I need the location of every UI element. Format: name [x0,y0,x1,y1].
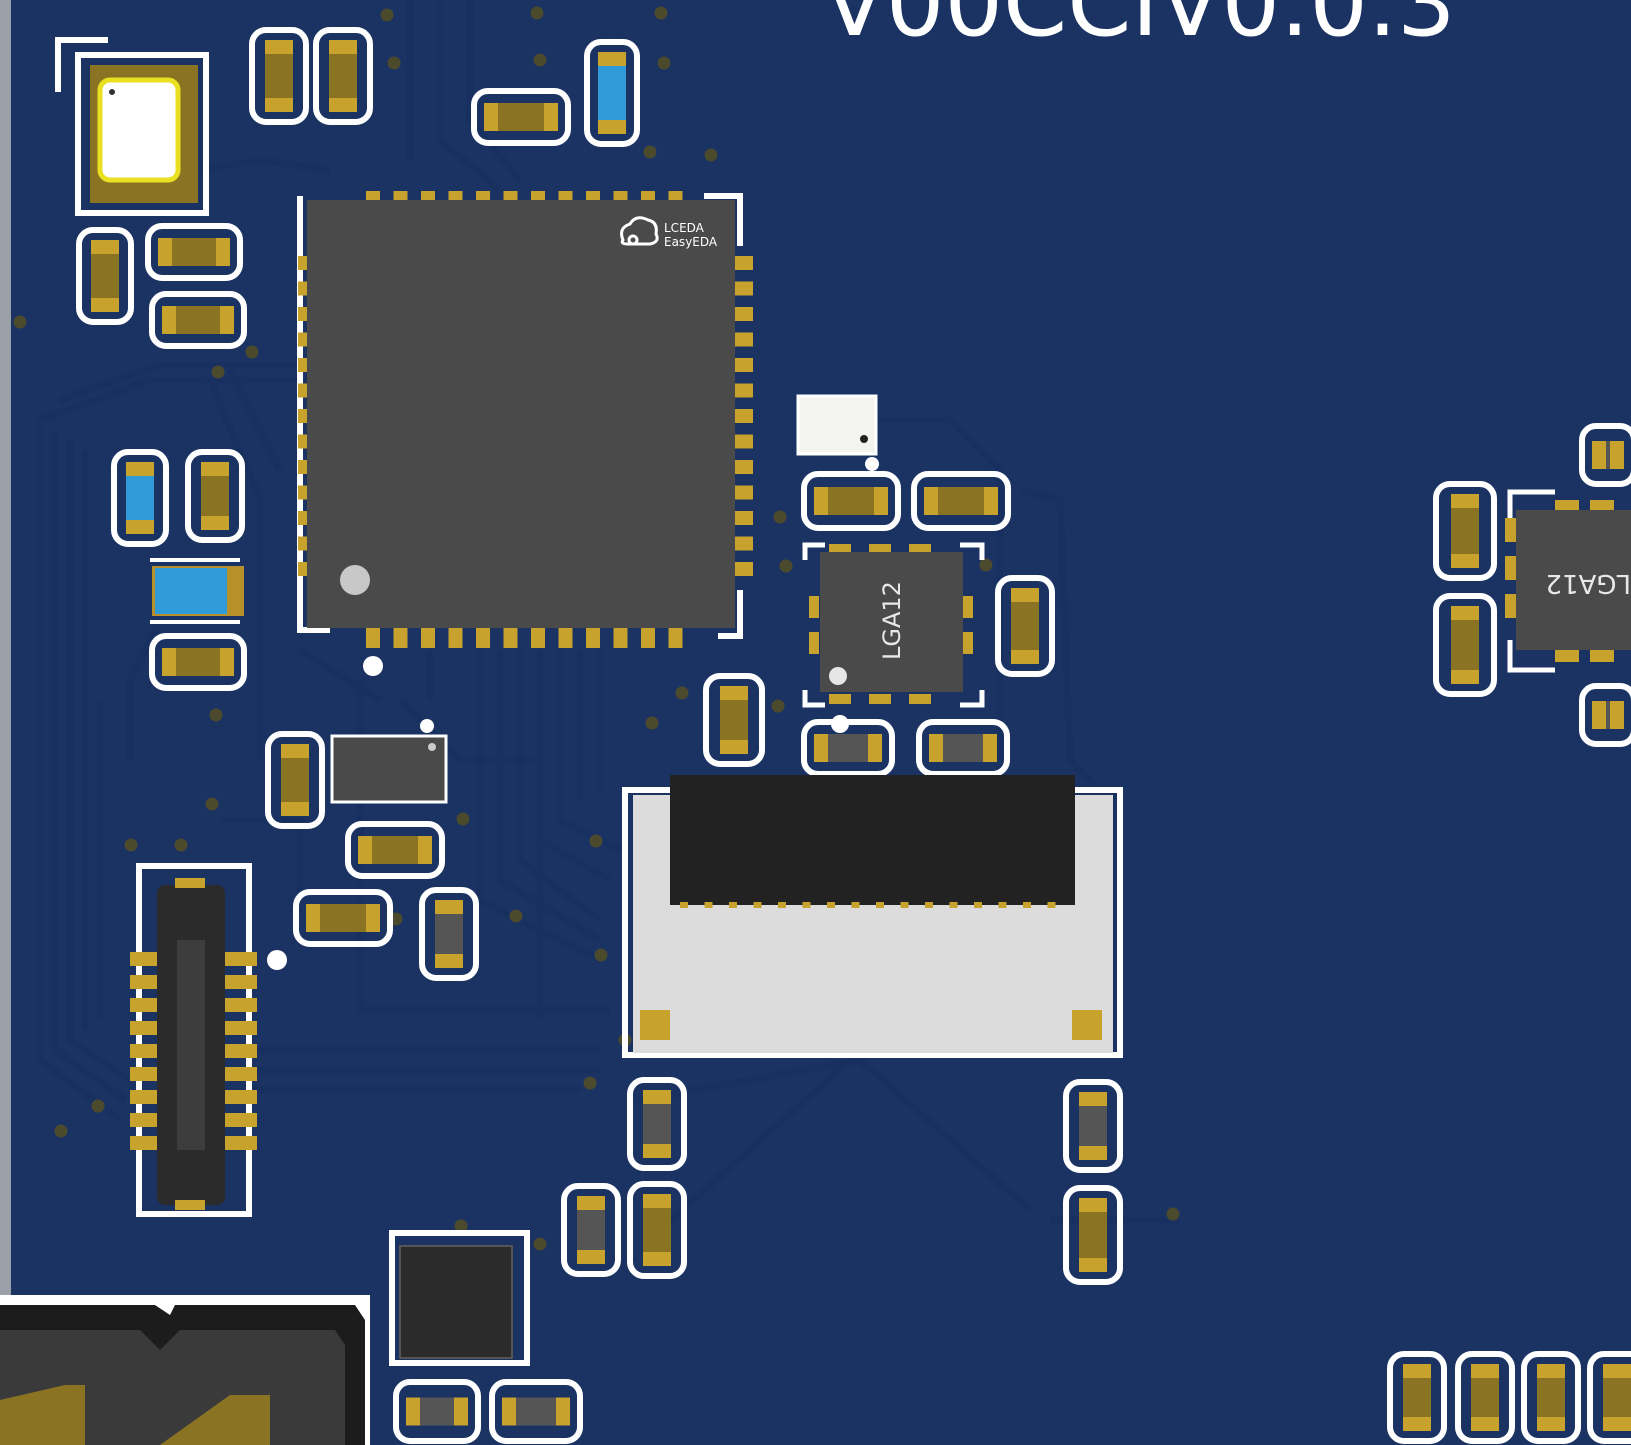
passive-component [1433,481,1497,581]
passive-component [293,889,393,947]
vias [12,5,1181,1252]
passive-component [145,223,243,281]
passive-component [1063,1185,1123,1285]
sensor-chip-lga12-right: LGA12 [1505,489,1631,673]
passive-component [1455,1351,1515,1444]
mcu-logo-line2: EasyEDA [664,235,718,249]
fpc-pin [974,902,982,908]
passive-component [345,821,445,879]
passive-component [1433,593,1497,697]
fpc-pin [949,902,958,908]
passive-component [265,731,325,829]
fpc-pin [680,902,688,908]
mcu-chip: LCEDA EasyEDA [297,191,753,648]
fpc-pin [925,902,933,908]
passive-component [801,471,901,531]
fpc-pin [778,902,786,908]
fpc-pin [876,902,884,908]
sensor-right-label: LGA12 [1545,568,1631,598]
mcu-pin [421,626,435,648]
pin1-marker [363,656,383,676]
mcu-pin [733,485,753,500]
mcu-pin [366,626,380,648]
mcu-logo-line1: LCEDA [664,221,705,235]
passive-component [111,449,169,547]
passive-component [419,887,479,981]
fpc-pin [753,902,762,908]
passive-component [471,88,571,146]
mcu-pin [733,409,753,423]
passive-component [76,227,134,325]
sensor-chip-lga12: LGA12 [802,542,985,733]
antenna-chip [796,394,879,471]
passive-component [489,1379,583,1444]
mcu-pin [668,626,683,648]
mcu-pin [503,626,518,648]
fpc-pin [998,902,1007,908]
small-ic [330,719,448,804]
passive-component [561,1183,621,1277]
mcu-pin [558,626,573,648]
passive-component [393,1379,481,1444]
crystal-oscillator [55,37,209,216]
passive-components [76,27,1631,1444]
mcu-pin [448,626,463,648]
passive-component [249,27,309,125]
fpc-pin [1047,902,1056,908]
passive-component [627,1181,687,1279]
fpc-pin [851,902,860,908]
mcu-pin [733,562,753,576]
passive-component [995,575,1055,677]
led-indicator-large [150,558,244,624]
passive-component [149,291,247,349]
passive-component [313,27,373,125]
passive-component [703,673,765,767]
passive-component [149,633,247,691]
fpc-pin [704,902,713,908]
fpc-connector [622,775,1123,1058]
fpc-pin [729,902,737,908]
power-connector [0,1295,370,1445]
mcu-pin [586,626,600,648]
fpc-pin [1023,902,1031,908]
passive-component [1387,1351,1447,1444]
mcu-pin [733,358,753,372]
fpc-pin [827,902,835,908]
sensor-center-label: LGA12 [878,581,906,660]
passive-component [916,719,1010,777]
mcu-pin [733,332,753,347]
cloud-logo-icon [620,216,659,246]
mcu-pin [476,626,490,648]
mcu-pin [733,281,753,296]
passive-component [1587,1351,1631,1444]
mcu-pin [613,626,628,648]
board-edge [0,0,11,1300]
passive-component [911,471,1011,531]
mcu-pin [733,307,753,321]
mcu-pin [733,383,753,398]
passive-component [584,39,640,147]
mcu-pin [733,511,753,525]
mcu-pin [733,434,753,449]
passive-component [627,1077,687,1171]
qfn-chip [389,1230,530,1366]
passive-component [1579,683,1631,747]
mcu-pin [733,460,753,474]
passive-component [1063,1079,1123,1173]
mcu-pin [531,626,545,648]
mcu-pin [733,256,753,270]
fpc-pin [900,902,909,908]
passive-component [185,449,245,543]
mcu-pin [733,536,753,551]
passive-component [1579,423,1631,487]
mcu-pin [393,626,408,648]
copper-traces [36,0,1180,1233]
board-to-board-connector [130,863,287,1217]
board-version-label: V00CCIV0.0.3 [823,0,1456,57]
mcu-pin [641,626,655,648]
fpc-pin [802,902,811,908]
passive-component [1521,1351,1581,1444]
